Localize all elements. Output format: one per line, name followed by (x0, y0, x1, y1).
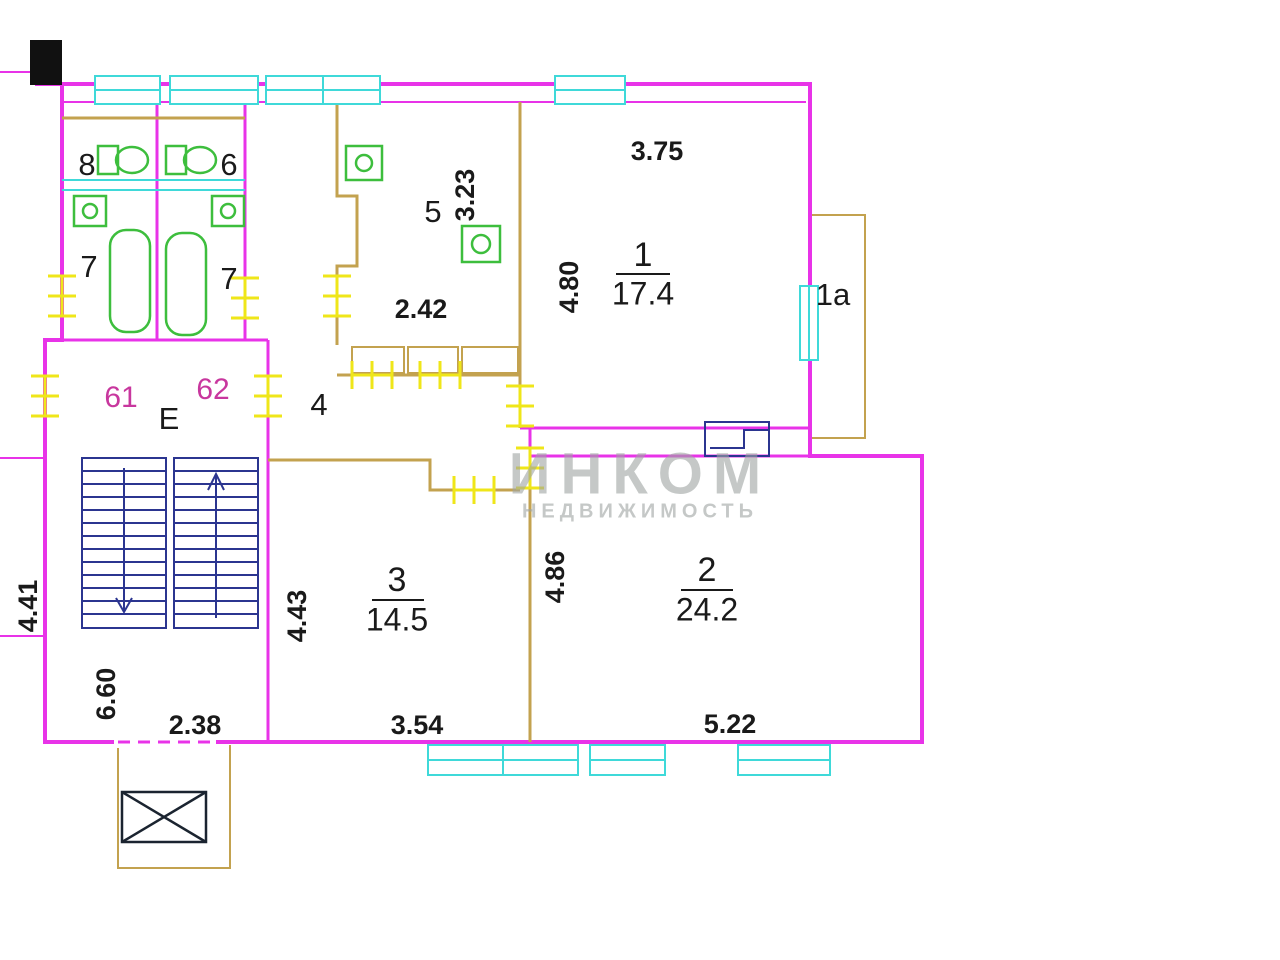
room-number: 2 (698, 551, 717, 589)
door-markers (31, 274, 544, 504)
dimension-label: 4.43 (282, 590, 312, 643)
room-label: 8 (78, 147, 95, 182)
staircase (81, 457, 259, 629)
stove-icon (460, 224, 502, 264)
room-number: 3 (388, 561, 407, 599)
watermark-subtitle: НЕДВИЖИМОСТЬ (522, 500, 758, 522)
watermark-title: ИНКОМ (509, 441, 771, 506)
stairwell-label: Е (159, 401, 180, 436)
door-marker-icon (31, 274, 544, 504)
dimension-labels: 3.75 3.23 4.80 2.42 4.43 3.54 4.86 5.22 … (13, 136, 756, 740)
room-labels: 1 17.4 2 24.2 3 14.5 5 4 8 6 7 7 Е 1a 61… (78, 147, 851, 637)
dimension-label: 2.38 (169, 710, 222, 740)
corner-block (30, 40, 62, 85)
porch-outline (117, 745, 231, 869)
toilet-icon (96, 144, 150, 176)
dimension-label: 4.80 (554, 261, 584, 314)
elevator-icon (120, 790, 208, 844)
balcony-label: 1a (816, 277, 851, 312)
room-area: 24.2 (676, 591, 738, 627)
dimension-label: 2.42 (395, 294, 448, 324)
sink-icon (72, 194, 108, 228)
dimension-label: 6.60 (91, 668, 121, 721)
room-label: 4 (310, 387, 327, 422)
stair-arrow-up-icon (207, 471, 225, 618)
dimension-label: 4.86 (540, 551, 570, 604)
dimension-label: 5.22 (704, 709, 757, 739)
kitchen-sink-icon (344, 144, 384, 182)
dashed-opening (114, 736, 216, 748)
windows (62, 75, 831, 776)
corridor-closets (351, 346, 519, 374)
vent-duct-lines (62, 179, 245, 191)
fixtures (72, 144, 502, 337)
room-label: 7 (220, 261, 237, 296)
partition-walls (62, 102, 866, 869)
room-area: 14.5 (366, 601, 428, 637)
room-label: 7 (80, 249, 97, 284)
room-number: 1 (634, 236, 653, 274)
sink-icon (210, 194, 246, 228)
dimension-label: 3.23 (450, 169, 480, 222)
bathtub-icon (164, 231, 208, 337)
stair-arrow-down-icon (115, 468, 133, 615)
apartment-number: 62 (196, 373, 229, 406)
vent-shaft-icon (704, 421, 770, 457)
room-label: 6 (220, 147, 237, 182)
room-label: 5 (424, 194, 441, 229)
watermark: ИНКОМ НЕДВИЖИМОСТЬ (509, 441, 771, 522)
dimension-label: 4.41 (13, 580, 43, 633)
room-area: 17.4 (612, 275, 674, 311)
dimension-label: 3.54 (391, 710, 444, 740)
dimension-label: 3.75 (631, 136, 684, 166)
bathtub-icon (108, 228, 152, 334)
apartment-number: 61 (104, 381, 137, 414)
toilet-icon (164, 144, 218, 176)
balcony-outline (812, 214, 866, 439)
